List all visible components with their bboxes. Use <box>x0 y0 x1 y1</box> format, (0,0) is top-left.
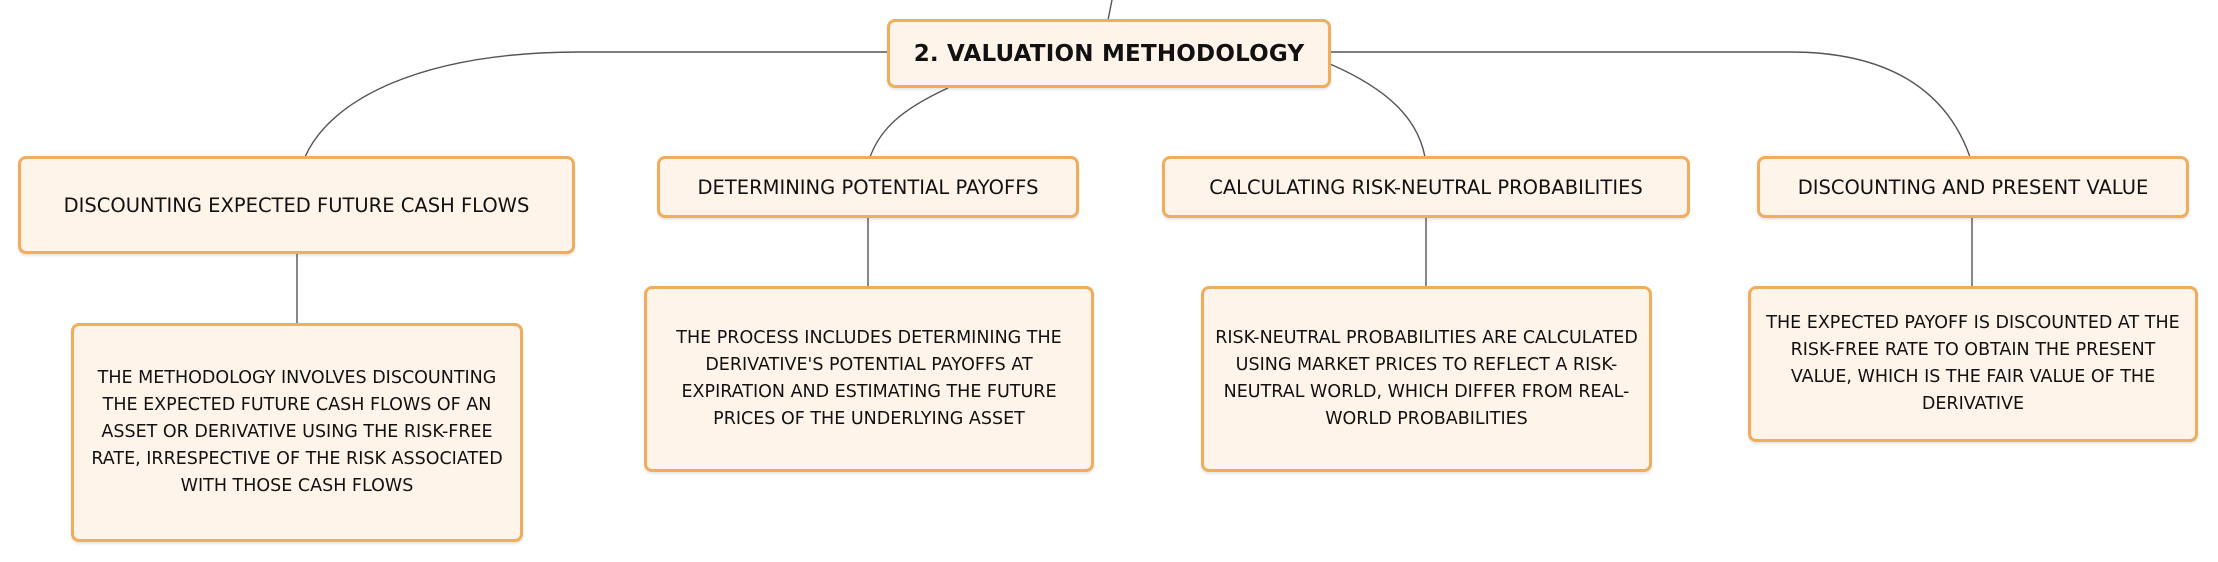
root-node-label: 2. VALUATION METHODOLOGY <box>913 40 1305 67</box>
connector-root-topic-3 <box>1329 63 1426 158</box>
detail-node-4-text: THE EXPECTED PAYOFF IS DISCOUNTED AT THE… <box>1766 312 2180 415</box>
connector-root-topic-2 <box>869 87 949 158</box>
connector-parent <box>1107 0 1113 21</box>
topic-node-3[interactable]: CALCULATING RISK-NEUTRAL PROBABILITIES <box>1162 156 1690 218</box>
root-node[interactable]: 2. VALUATION METHODOLOGY <box>887 19 1331 88</box>
topic-node-1[interactable]: DISCOUNTING EXPECTED FUTURE CASH FLOWS <box>18 156 575 254</box>
topic-node-1-label: DISCOUNTING EXPECTED FUTURE CASH FLOWS <box>63 193 530 217</box>
topic-node-3-label: CALCULATING RISK-NEUTRAL PROBABILITIES <box>1209 175 1643 199</box>
topic-node-4[interactable]: DISCOUNTING AND PRESENT VALUE <box>1757 156 2189 218</box>
connector-root-topic-4 <box>1330 51 1971 158</box>
topic-node-4-label: DISCOUNTING AND PRESENT VALUE <box>1797 175 2149 199</box>
connector-root-topic-1 <box>304 51 888 158</box>
topic-node-2-label: DETERMINING POTENTIAL PAYOFFS <box>697 175 1039 199</box>
detail-node-2[interactable]: THE PROCESS INCLUDES DETERMINING THE DER… <box>644 286 1094 472</box>
detail-node-2-text: THE PROCESS INCLUDES DETERMINING THE DER… <box>676 327 1062 430</box>
topic-node-2[interactable]: DETERMINING POTENTIAL PAYOFFS <box>657 156 1079 218</box>
detail-node-4[interactable]: THE EXPECTED PAYOFF IS DISCOUNTED AT THE… <box>1748 286 2198 442</box>
detail-node-3[interactable]: RISK-NEUTRAL PROBABILITIES ARE CALCULATE… <box>1201 286 1652 472</box>
detail-node-1[interactable]: THE METHODOLOGY INVOLVES DISCOUNTING THE… <box>71 323 523 542</box>
detail-node-1-text: THE METHODOLOGY INVOLVES DISCOUNTING THE… <box>91 367 503 497</box>
detail-node-3-text: RISK-NEUTRAL PROBABILITIES ARE CALCULATE… <box>1215 327 1638 430</box>
